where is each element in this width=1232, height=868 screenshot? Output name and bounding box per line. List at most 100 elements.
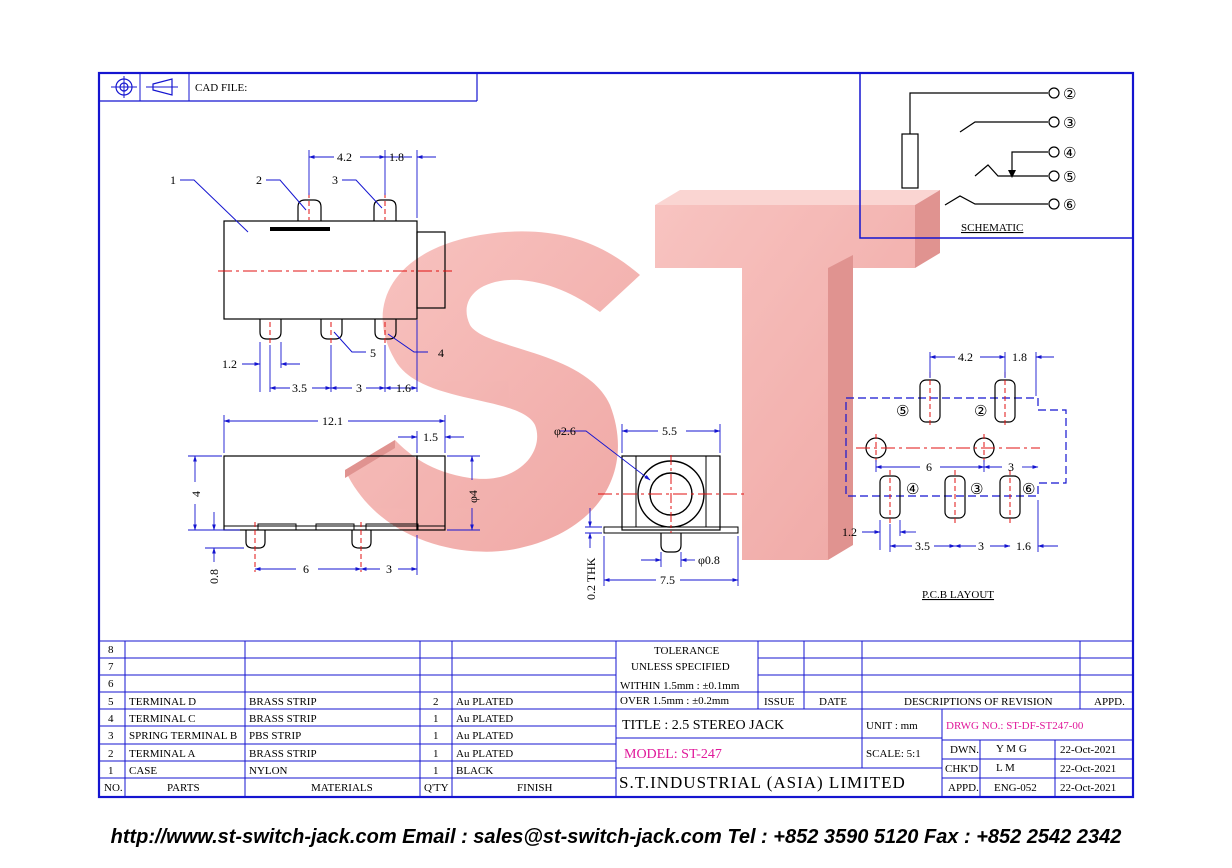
model-number: MODEL: ST-247: [624, 747, 722, 762]
company-name: S.T.INDUSTRIAL (ASIA) LIMITED: [619, 773, 906, 792]
part-label-5: 5: [370, 346, 376, 360]
bottom-view: 12.1 1.5 4 φ4 0.8 6 3: [188, 414, 480, 584]
cad-header: CAD FILE:: [99, 73, 478, 102]
dim-3: 3: [356, 381, 362, 395]
bom-row-part: SPRING TERMINAL B: [129, 730, 237, 742]
pcb-dim-4-2: 4.2: [958, 350, 973, 364]
pcb-dim-1-8: 1.8: [1012, 350, 1027, 364]
bom-row-qty: 2: [433, 696, 439, 708]
bom-row-material: BRASS STRIP: [249, 713, 317, 725]
dim-4-2: 4.2: [337, 150, 352, 164]
bom-row-finish: Au PLATED: [456, 748, 513, 760]
bom-row-no: 1: [108, 765, 114, 777]
dwn-label: DWN.: [950, 744, 979, 756]
dim-3-b: 3: [386, 562, 392, 576]
bom-row-no: 4: [108, 713, 114, 725]
dim-1-6: 1.6: [396, 381, 411, 395]
pcb-pin-6: ⑥: [1022, 480, 1035, 498]
bom-row-part: CASE: [129, 765, 157, 777]
bom-row-no: 5: [108, 696, 114, 708]
dim-phi-4: φ4: [466, 490, 480, 503]
dwn-date: 22-Oct-2021: [1060, 744, 1116, 756]
bom-row-qty: 1: [433, 765, 439, 777]
cad-file-label: CAD FILE:: [195, 82, 247, 94]
dim-phi-0-8: φ0.8: [698, 553, 720, 567]
pcb-dim-1-6: 1.6: [1016, 539, 1031, 553]
bom-row-qty: 1: [433, 713, 439, 725]
pcb-dim-3-5: 3.5: [915, 539, 930, 553]
appd-date: 22-Oct-2021: [1060, 782, 1116, 794]
tolerance-over: OVER 1.5mm : ±0.2mm: [620, 695, 729, 707]
schematic-label: SCHEMATIC: [961, 222, 1023, 234]
dim-1-5: 1.5: [423, 430, 438, 444]
chkd-value: L M: [996, 762, 1015, 774]
bom-row-part: TERMINAL C: [129, 713, 196, 725]
dim-6: 6: [303, 562, 309, 576]
revision-appd: APPD.: [1094, 696, 1125, 708]
bom-row-7-no: 7: [108, 661, 114, 673]
bom-row-no: 3: [108, 730, 114, 742]
bom-header-no: NO.: [104, 782, 123, 794]
bom-row-material: PBS STRIP: [249, 730, 301, 742]
dim-7-5: 7.5: [660, 573, 675, 587]
pcb-dim-3: 3: [1008, 460, 1014, 474]
pcb-layout-label: P.C.B LAYOUT: [922, 589, 994, 601]
bom-row-part: TERMINAL D: [129, 696, 196, 708]
bom-row-8-no: 8: [108, 644, 114, 656]
front-view: φ2.6 5.5 0.2 THK φ0.8 7.5: [554, 424, 744, 600]
bom-header-parts: PARTS: [167, 782, 200, 794]
pcb-layout: ⑤ ② ④ ③ ⑥ 4.2 1.8 6 3 1.2 3.5 3 1.6 P.C.…: [842, 350, 1067, 601]
scale-label: SCALE: 5:1: [866, 748, 921, 760]
drawing-number: DRWG NO.: ST-DF-ST247-00: [946, 720, 1084, 732]
pcb-pin-3: ③: [970, 480, 983, 498]
schematic-pin-5: ⑤: [1063, 168, 1076, 186]
tolerance-within: WITHIN 1.5mm : ±0.1mm: [620, 680, 740, 692]
bom-header-qty: Q'TY: [424, 782, 449, 794]
contact-footer: http://www.st-switch-jack.com Email : sa…: [110, 826, 1122, 848]
schematic-pin-6: ⑥: [1063, 196, 1076, 214]
title-block: TITLE : 2.5 STEREO JACK MODEL: ST-247 S.…: [619, 718, 1116, 794]
dim-4: 4: [189, 491, 203, 497]
bom-row-material: BRASS STRIP: [249, 748, 317, 760]
revision-desc: DESCRIPTIONS OF REVISION: [904, 696, 1053, 708]
bom-row-qty: 1: [433, 748, 439, 760]
bom-header-materials: MATERIALS: [311, 782, 373, 794]
unit-label: UNIT : mm: [866, 720, 918, 732]
dim-12-1: 12.1: [322, 414, 343, 428]
pcb-pin-5: ⑤: [896, 402, 909, 420]
title-block-grid: [99, 640, 1133, 797]
schematic-pin-4: ④: [1063, 144, 1076, 162]
bom-row-finish: Au PLATED: [456, 730, 513, 742]
appd-value: ENG-052: [994, 782, 1037, 794]
bom-row-finish: BLACK: [456, 765, 493, 777]
drawing-title: TITLE : 2.5 STEREO JACK: [622, 718, 784, 733]
tolerance-title: TOLERANCE: [654, 645, 719, 657]
dim-5-5: 5.5: [662, 424, 677, 438]
projection-symbol-icon: [111, 76, 178, 98]
pcb-dim-6: 6: [926, 460, 932, 474]
part-label-4: 4: [438, 346, 444, 360]
appd-label: APPD.: [948, 782, 979, 794]
bom-row-no: 2: [108, 748, 114, 760]
chkd-date: 22-Oct-2021: [1060, 763, 1116, 775]
dim-1-8: 1.8: [389, 150, 404, 164]
bom-row-part: TERMINAL A: [129, 748, 196, 760]
pcb-pin-2: ②: [974, 402, 987, 420]
pcb-dim-3-b: 3: [978, 539, 984, 553]
pcb-pin-4: ④: [906, 480, 919, 498]
dim-3-5: 3.5: [292, 381, 307, 395]
schematic-pin-2: ②: [1063, 85, 1076, 103]
bom-row-material: BRASS STRIP: [249, 696, 317, 708]
dim-1-2: 1.2: [222, 357, 237, 371]
tolerance-unless: UNLESS SPECIFIED: [631, 661, 730, 673]
bom-row-qty: 1: [433, 730, 439, 742]
bom-row-finish: Au PLATED: [456, 713, 513, 725]
bom-row-6-no: 6: [108, 678, 114, 690]
side-view: 1 2 3 4 5 4.2 1.8: [170, 150, 452, 395]
part-label-1: 1: [170, 173, 176, 187]
bom-row-material: NYLON: [249, 765, 288, 777]
schematic-box: ② ③ ④ ⑤ ⑥ SCHEMATIC: [859, 72, 1134, 239]
revision-date: DATE: [819, 696, 847, 708]
st-watermark: [345, 190, 940, 560]
